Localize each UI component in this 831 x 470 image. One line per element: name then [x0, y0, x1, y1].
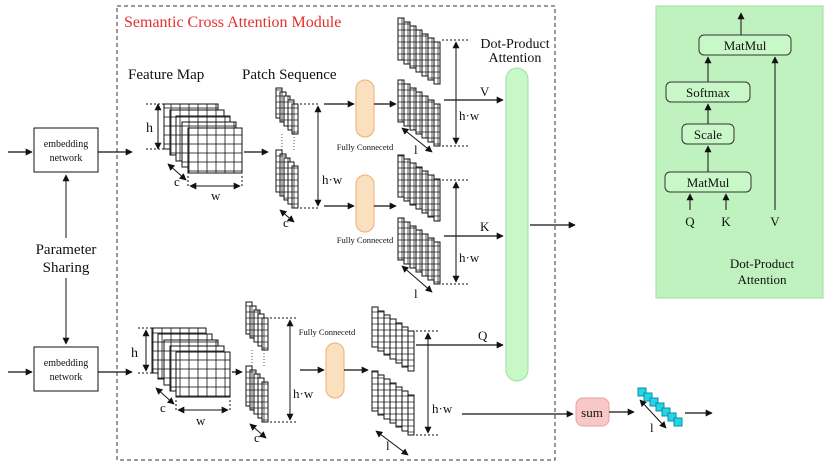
inset-matmul-top-label: MatMul	[724, 38, 767, 53]
inset-caption-1: Dot-Product	[730, 256, 795, 271]
dot-product-attention-label-2: Attention	[489, 51, 542, 66]
patch-sequence-bottom	[245, 301, 269, 423]
patch-bottom-hw: h·w	[293, 386, 314, 401]
k-hw: h·w	[459, 250, 480, 265]
feature-map-top-h: h	[146, 121, 153, 136]
patch-sequence-top	[275, 87, 299, 209]
module-border	[116, 5, 556, 461]
embedding-label-bottom-2: network	[50, 372, 83, 383]
fully-connected-q	[325, 342, 345, 399]
fully-connected-k	[355, 174, 375, 233]
feature-map-bottom-c: c	[160, 400, 166, 415]
parameter-sharing-label-2: Sharing	[43, 260, 90, 276]
v-sequence	[397, 17, 441, 147]
patch-top-c: c	[283, 215, 289, 230]
output-sequence	[637, 387, 683, 427]
q-l: l	[386, 438, 390, 453]
inset-input-q: Q	[685, 214, 695, 229]
feature-map-bottom-h: h	[131, 346, 138, 361]
parameter-sharing-label-1: Parameter	[36, 242, 97, 258]
v-l: l	[414, 142, 418, 157]
inset-scale-label: Scale	[694, 127, 722, 142]
inset-softmax-label: Softmax	[686, 85, 731, 100]
fully-connected-v	[355, 79, 375, 138]
inset-matmul-bottom	[664, 171, 752, 193]
embedding-label-bottom-1: embedding	[44, 358, 88, 369]
embedding-network-bottom	[33, 346, 99, 392]
k-sequence	[397, 154, 441, 285]
patch-bottom-c: c	[254, 430, 260, 445]
v-hw: h·w	[459, 108, 480, 123]
dot-product-attention-block	[505, 67, 529, 382]
fc-q-label: Fully Connecetd	[299, 327, 356, 337]
inset-matmul-bottom-label: MatMul	[687, 175, 730, 190]
sum-label: sum	[581, 405, 603, 420]
feature-map-top-c: c	[174, 174, 180, 189]
fc-k-label: Fully Connecetd	[337, 235, 394, 245]
feature-map-bottom-w: w	[196, 413, 206, 428]
module-title: Semantic Cross Attention Module	[124, 14, 341, 31]
feature-map-label: Feature Map	[128, 67, 204, 83]
q-sequence	[371, 306, 415, 436]
inset-softmax	[665, 81, 751, 103]
output-l: l	[650, 420, 654, 435]
v-label: V	[480, 84, 490, 99]
fc-v-label: Fully Connecetd	[337, 142, 394, 152]
k-label: K	[480, 219, 490, 234]
feature-map-bottom	[151, 327, 231, 398]
embedding-label-top-1: embedding	[44, 139, 88, 150]
patch-sequence-label: Patch Sequence	[242, 67, 337, 83]
embedding-network-top	[33, 127, 99, 173]
embedding-label-top-2: network	[50, 153, 83, 164]
inset-scale	[681, 123, 735, 145]
patch-top-hw: h·w	[322, 172, 343, 187]
inset-input-v: V	[770, 214, 780, 229]
feature-map-top	[163, 103, 243, 174]
q-hw: h·w	[432, 401, 453, 416]
dot-product-attention-label-1: Dot-Product	[480, 37, 549, 52]
q-label: Q	[478, 328, 488, 343]
feature-map-top-w: w	[211, 188, 221, 203]
k-l: l	[414, 286, 418, 301]
inset-input-k: K	[721, 214, 731, 229]
inset-matmul-top	[698, 34, 792, 56]
inset-caption-2: Attention	[737, 272, 787, 287]
